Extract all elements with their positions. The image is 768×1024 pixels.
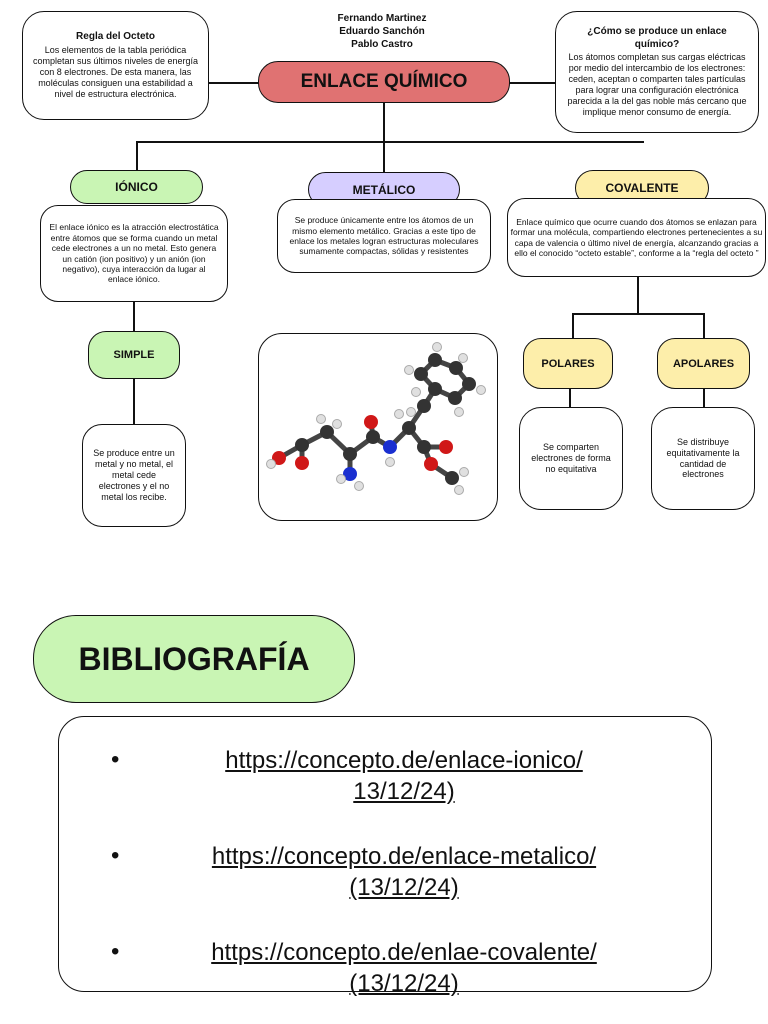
author-name: Pablo Castro <box>351 39 413 50</box>
connector <box>703 388 705 408</box>
ref-date: (13/12/24) <box>349 874 459 901</box>
polar-text-box: Se comparten electrones de forma no equi… <box>519 407 623 510</box>
ref-date: (13/12/24) <box>349 970 459 997</box>
apolar-label: APOLARES <box>657 338 750 389</box>
molecule-icon <box>266 342 486 495</box>
connector <box>637 276 639 314</box>
octet-rule-box: Regla del Octeto Los elementos de la tab… <box>22 11 209 120</box>
author-name: Eduardo Sanchón <box>339 26 425 37</box>
ref-url[interactable]: https://concepto.de/enlace-ionico/ <box>225 747 583 774</box>
bullet-icon: • <box>111 938 120 965</box>
connector <box>572 313 704 315</box>
how-produced-box: ¿Cómo se produce un enlace químico? Los … <box>555 11 759 133</box>
molecule-image-box <box>258 333 498 521</box>
ref-url[interactable]: https://concepto.de/enlae-covalente/ <box>211 939 597 966</box>
ref-link[interactable]: https://concepto.de/enlace-ionico/ 13/12… <box>169 745 639 807</box>
connector <box>208 82 260 84</box>
ref-date: 13/12/24) <box>353 778 455 805</box>
authors: Fernando Martinez Eduardo Sanchón Pablo … <box>308 12 456 51</box>
connector <box>703 313 705 339</box>
connector <box>136 141 138 171</box>
octet-rule-text: Los elementos de la tabla periódica comp… <box>32 44 199 99</box>
how-produced-text: Los átomos completan sus cargas eléctric… <box>567 51 747 117</box>
simple-label: SIMPLE <box>88 331 180 379</box>
connector <box>136 141 644 143</box>
apolar-text-box: Se distribuye equitativamente la cantida… <box>651 407 755 510</box>
connector <box>133 302 135 331</box>
bibliography-box: • https://concepto.de/enlace-ionico/ 13/… <box>58 716 712 997</box>
bullet-icon: • <box>111 842 120 869</box>
ref-link[interactable]: https://concepto.de/enlae-covalente/ (13… <box>169 937 639 999</box>
connector <box>508 82 556 84</box>
connector <box>572 313 574 339</box>
bullet-icon: • <box>111 746 120 773</box>
how-produced-title: ¿Cómo se produce un enlace químico? <box>587 26 727 50</box>
metallic-text-box: Se produce únicamente entre los átomos d… <box>277 199 491 273</box>
octet-rule-title: Regla del Octeto <box>76 31 155 43</box>
covalent-text-box: Enlace químico que ocurre cuando dos áto… <box>507 198 766 277</box>
connector <box>383 141 385 172</box>
ionic-label: IÓNICO <box>70 170 203 204</box>
ionic-text-box: El enlace iónico es la atracción electro… <box>40 205 228 302</box>
connector <box>133 378 135 426</box>
connector <box>569 388 571 408</box>
ref-link[interactable]: https://concepto.de/enlace-metalico/ (13… <box>169 841 639 903</box>
bibliography-title: BIBLIOGRAFÍA <box>33 615 355 703</box>
main-title: ENLACE QUÍMICO <box>258 61 510 103</box>
simple-text-box: Se produce entre un metal y no metal, el… <box>82 424 186 527</box>
polar-label: POLARES <box>523 338 613 389</box>
author-name: Fernando Martinez <box>337 13 427 24</box>
connector <box>383 102 385 142</box>
ref-url[interactable]: https://concepto.de/enlace-metalico/ <box>211 843 597 870</box>
